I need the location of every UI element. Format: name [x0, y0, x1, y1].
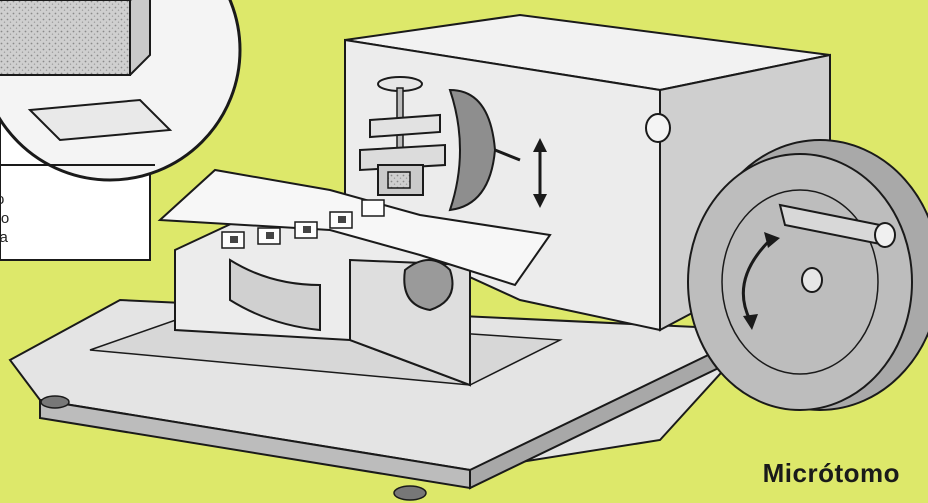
microtome-blade: [157, 168, 552, 287]
inset-specimen-block: [0, 0, 131, 76]
inset-label-line2: omo: [0, 210, 10, 227]
hand-wheel: [687, 139, 928, 411]
magnified-inset: [0, 0, 242, 261]
inset-section-slice: [27, 98, 173, 142]
housing-front: [344, 38, 661, 332]
figure-caption: Micrótomo: [762, 458, 900, 488]
specimen-clamp: [359, 76, 547, 212]
section-ribbon: [221, 199, 385, 249]
inset-label-line1: o: [0, 191, 5, 208]
housing-bolt: [645, 113, 671, 143]
inset-label-line3: valha: [0, 229, 8, 246]
rotation-arrow: [741, 238, 772, 321]
knife-holder: [157, 168, 552, 387]
wheel-hub: [801, 267, 823, 293]
